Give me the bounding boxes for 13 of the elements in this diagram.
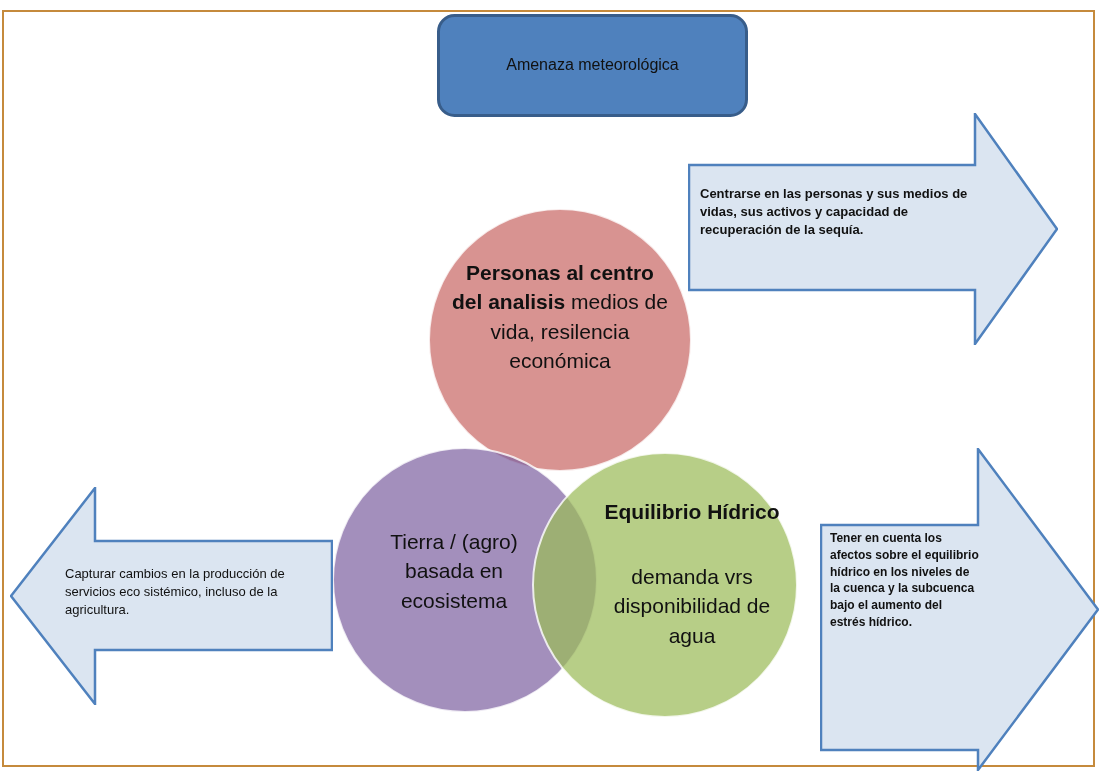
right-arrow-shape bbox=[688, 113, 1058, 345]
circle-text: Personas al centro del analisis medios de vida, resilencia económica bbox=[451, 260, 669, 375]
circle-text: demanda vrs disponibilidad de agua bbox=[612, 564, 772, 649]
arrow-text: Centrarse en las personas y sus medios de vidas, sus activos y capacidad de recuperación de la sequía. bbox=[700, 185, 969, 240]
circle-shape bbox=[532, 452, 798, 718]
left-arrow-shape bbox=[10, 487, 333, 705]
arrow-text: Capturar cambios en la producción de servicios eco sistémico, incluso de la agricultura. bbox=[65, 565, 286, 620]
circle-text: Tierra / (agro) basada en ecosistema bbox=[389, 529, 519, 614]
box-label: Amenaza meteorológica bbox=[505, 55, 680, 76]
right-arrow-shape bbox=[820, 448, 1099, 771]
title-box bbox=[437, 14, 748, 117]
circle-shape bbox=[428, 208, 692, 472]
arrow-text: Tener en cuenta los afectos sobre el equilibrio hídrico en los niveles de la cuenca y la subcuenca bajo el aumento del estrés hídrico. bbox=[830, 530, 980, 631]
